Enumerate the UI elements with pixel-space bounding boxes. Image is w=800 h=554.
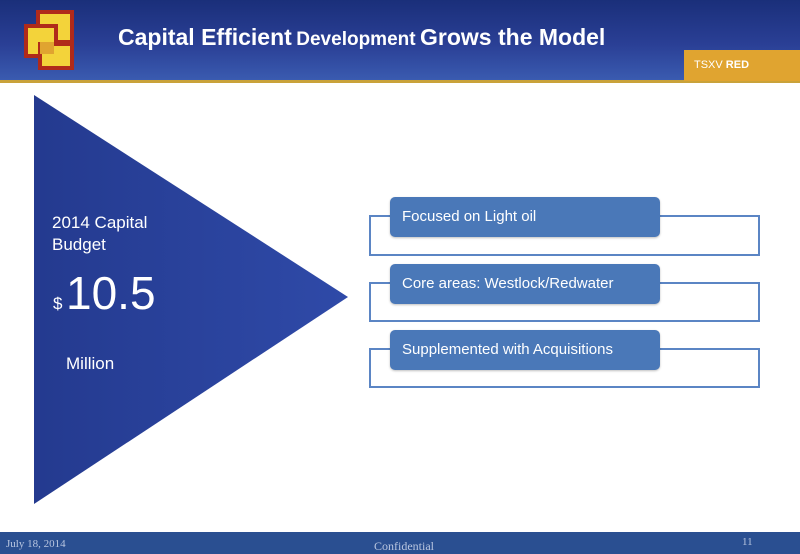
company-logo-icon [24,10,74,70]
page-title: Capital Efficient Development Grows the … [118,24,605,51]
ticker-symbol: RED [725,59,750,71]
budget-label: 2014 Capital Budget [52,213,148,254]
title-part-2: Development [296,29,416,50]
budget-unit: Million [66,354,115,373]
title-part-1: Capital Efficient [118,24,292,50]
point-1: Focused on Light oil [390,197,660,237]
footer-bar [0,532,800,554]
footer-date: July 18, 2014 [6,538,66,550]
budget-amount: 10.5 [66,267,156,319]
page-number: 11 [742,536,753,548]
title-part-3: Grows the Model [420,24,606,50]
budget-currency: $ [53,294,63,313]
ticker-prefix: TSXV [694,59,723,71]
ticker-badge: TSXV RED [684,50,800,81]
point-2: Core areas: Westlock/Redwater [390,264,660,304]
point-3: Supplemented with Acquisitions [390,330,660,370]
header-bar [0,0,800,80]
footer-confidential: Confidential [374,539,434,553]
header-divider [0,80,800,83]
